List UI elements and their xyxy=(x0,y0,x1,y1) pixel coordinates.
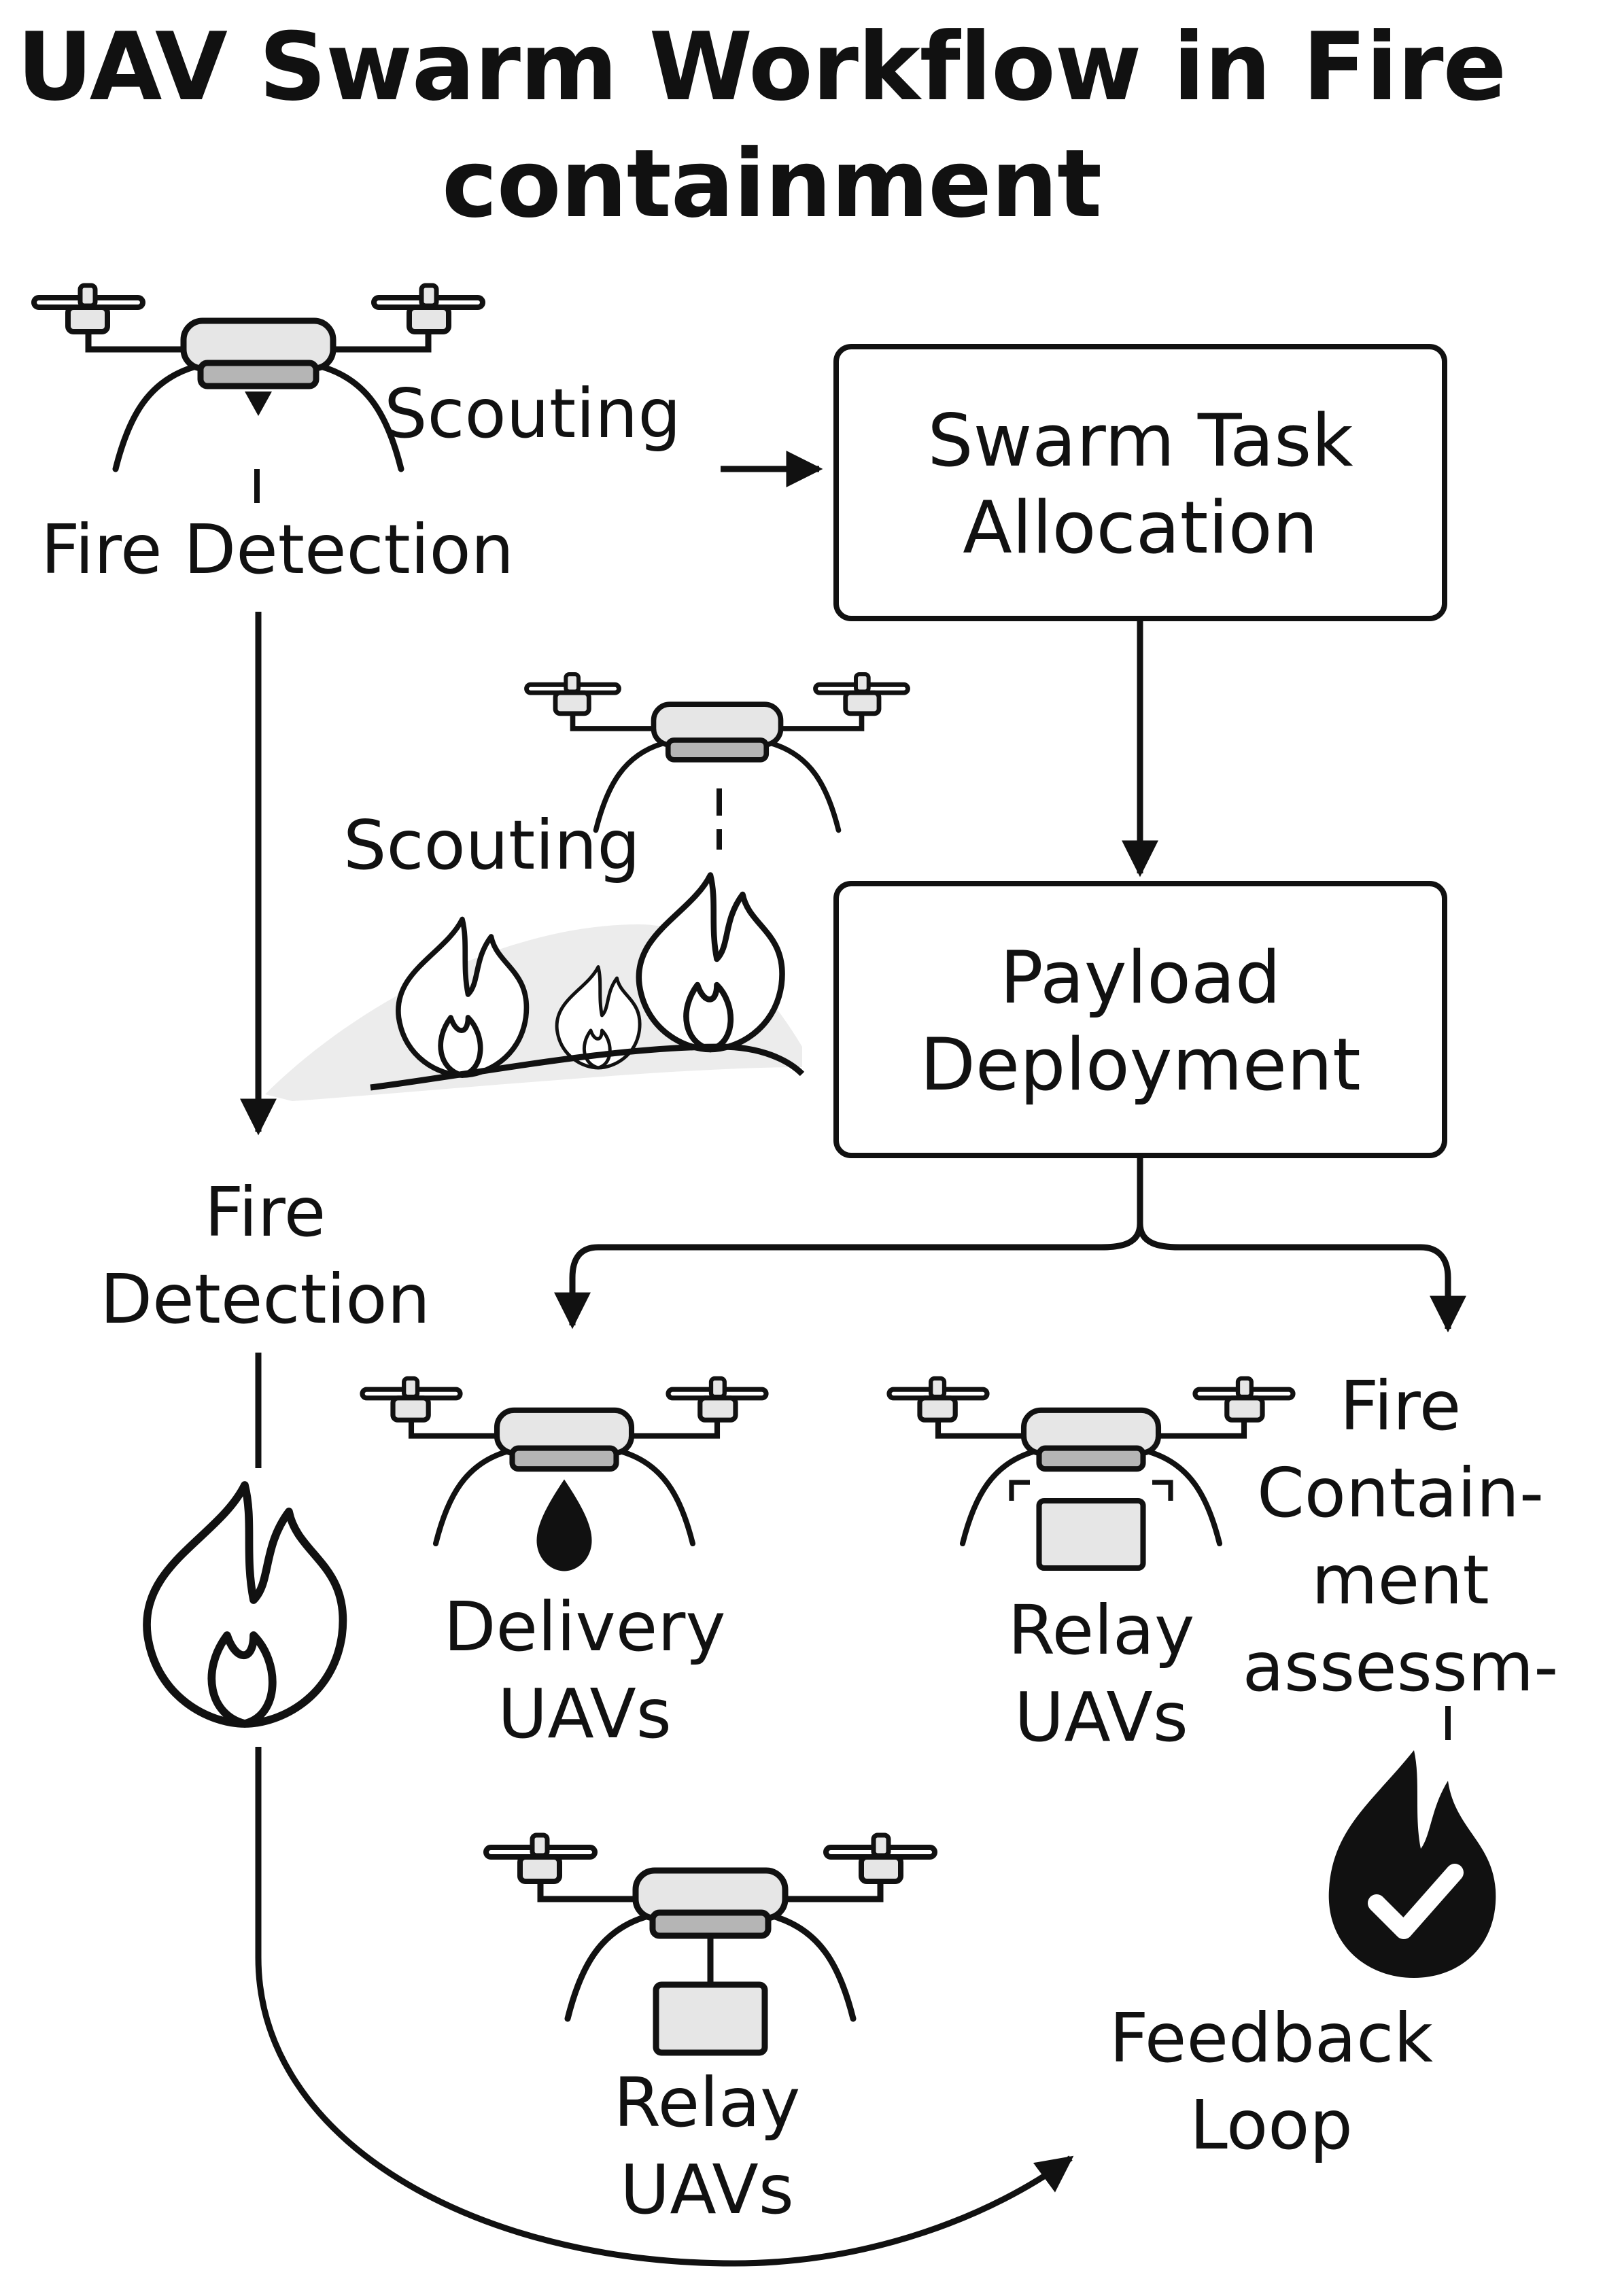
fire-containment-line-4: assessm- xyxy=(1242,1627,1559,1707)
relay-uavs-bottom-line-1: Relay xyxy=(613,2063,801,2142)
payload-deployment-box xyxy=(833,881,1447,1158)
relay-uavs-right-line-1: Relay xyxy=(1007,1590,1195,1670)
fire-checkmark-icon xyxy=(1328,1750,1496,1978)
fire-icon xyxy=(147,1485,343,1724)
payload-deployment-line-1: Payload xyxy=(999,936,1281,1020)
scouting-label-top: Scouting xyxy=(384,374,681,453)
delivery-uavs-line-1: Delivery xyxy=(443,1587,726,1667)
relay-uavs-bottom-line-2: UAVs xyxy=(620,2150,794,2229)
arrow-payload-split xyxy=(554,1157,1143,1329)
drone-icon xyxy=(34,285,483,469)
fire-containment-line-1: Fire xyxy=(1339,1366,1462,1446)
fire-containment-line-3: ment xyxy=(1311,1540,1489,1620)
relay-uavs-right-line-2: UAVs xyxy=(1014,1677,1188,1757)
feedback-loop-line-2: Loop xyxy=(1190,2085,1353,2165)
delivery-uavs-line-2: UAVs xyxy=(498,1674,672,1754)
fire-detection-mid-line-1: Fire xyxy=(204,1172,326,1252)
fire-detection-label-top: Fire Detection xyxy=(41,510,515,589)
fire-containment-line-2: Contain- xyxy=(1256,1453,1544,1533)
swarm-task-allocation-line-2: Allocation xyxy=(963,486,1318,570)
swarm-task-allocation-box xyxy=(833,344,1447,621)
payload-deployment-line-2: Deployment xyxy=(920,1023,1361,1107)
swarm-task-allocation-line-1: Swarm Task xyxy=(927,399,1353,483)
scouting-label-mid: Scouting xyxy=(343,805,640,885)
drone-with-box-icon xyxy=(486,1835,935,2056)
drone-with-water-drop-icon xyxy=(362,1378,766,1571)
fire-icon xyxy=(370,875,805,1091)
arrow-payload-split xyxy=(1137,1223,1466,1333)
drone-with-package-icon xyxy=(889,1378,1293,1571)
arrow-feedback-loop xyxy=(255,1747,1074,2267)
title-line-2: containment xyxy=(441,129,1102,239)
fire-detection-mid-line-2: Detection xyxy=(100,1259,430,1339)
title-line-1: UAV Swarm Workflow in Fire xyxy=(16,12,1506,122)
feedback-loop-line-1: Feedback xyxy=(1109,1998,1434,2078)
